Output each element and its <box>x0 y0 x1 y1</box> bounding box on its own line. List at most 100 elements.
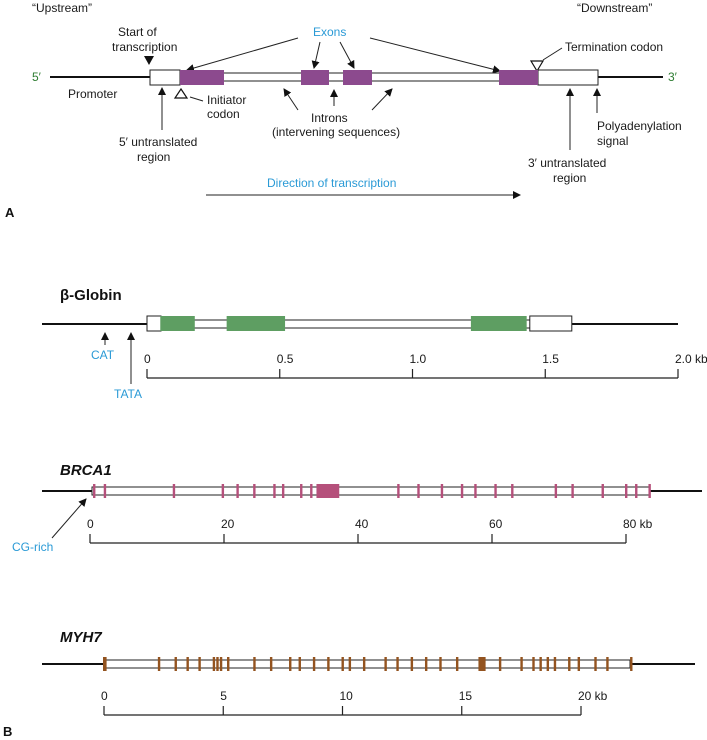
brca1-exon <box>625 484 628 498</box>
brca1-exon <box>417 484 420 498</box>
myh7-exon <box>568 657 571 671</box>
brca1-exon <box>511 484 514 498</box>
three-prime-label: 3′ <box>668 70 678 84</box>
myh7-large-exon <box>478 657 486 671</box>
myh7-exon <box>341 657 344 671</box>
polyadenylation-label-2: signal <box>597 134 628 148</box>
myh7-tick-label: 10 <box>340 689 354 703</box>
myh7-exon <box>546 657 550 671</box>
brca1-exon <box>103 484 107 498</box>
exon-1 <box>180 70 224 85</box>
myh7-exon <box>289 657 292 671</box>
myh7-exon <box>362 657 366 671</box>
exon-3 <box>343 70 372 85</box>
brca1-exon <box>397 484 400 498</box>
brca1-exon <box>635 484 638 498</box>
beta-globin-tick-label: 0 <box>144 352 151 366</box>
myh7-exon <box>577 657 581 671</box>
exon-arrow-4 <box>369 37 501 74</box>
brca1-exon <box>440 484 444 498</box>
brca1-exon <box>236 484 239 498</box>
myh7-exon <box>298 657 301 671</box>
beta-globin-tick-label: 1.0 <box>410 352 427 366</box>
beta-globin-tick-label: 1.5 <box>542 352 559 366</box>
beta-globin-title: β-Globin <box>60 287 122 304</box>
myh7-exon <box>104 657 107 671</box>
cat-label: CAT <box>91 348 115 362</box>
brca1-exons <box>93 484 651 498</box>
myh7-exon <box>439 657 442 671</box>
myh7-exon <box>186 657 189 671</box>
initiator-codon-label: Initiator <box>207 93 246 107</box>
brca1-large-exon <box>316 484 340 498</box>
cg-rich-label: CG-rich <box>12 540 53 554</box>
exons-label: Exons <box>313 25 346 39</box>
initiator-triangle-icon <box>173 87 189 99</box>
brca1-exon <box>494 484 497 498</box>
beta-globin-structure <box>42 315 678 332</box>
polyadenylation-label: Polyadenylation <box>597 119 682 133</box>
myh7-tick-label: 0 <box>101 689 108 703</box>
termination-pointer <box>542 47 563 61</box>
brca1-exon <box>300 484 303 498</box>
myh7-exon <box>410 657 414 671</box>
utr5-box <box>149 69 181 86</box>
brca1-exon <box>221 484 225 498</box>
beta-globin-tick-label: 2.0 kb <box>675 352 707 366</box>
brca1-exon <box>310 484 313 498</box>
start-triangle-icon <box>144 56 154 65</box>
five-prime-label: 5′ <box>32 70 42 84</box>
exon-arrow-3 <box>339 41 355 69</box>
myh7-exon <box>396 657 399 671</box>
intron-arrow-3 <box>371 88 393 111</box>
introns-label-2: (intervening sequences) <box>272 125 400 139</box>
myh7-exon <box>327 657 330 671</box>
promoter-label: Promoter <box>68 87 117 101</box>
upstream-label: “Upstream” <box>32 1 92 15</box>
brca1-exon <box>474 484 477 498</box>
beta-globin-exon-3 <box>470 316 527 331</box>
downstream-label: “Downstream” <box>577 1 652 15</box>
myh7-exon <box>384 657 387 671</box>
brca1-tick-label: 0 <box>87 517 94 531</box>
myh7-exon <box>216 657 219 671</box>
utr3-label-2: region <box>553 171 586 185</box>
beta-globin-utr5 <box>146 315 162 332</box>
start-of-transcription-label: Start of <box>118 25 157 39</box>
brca1-exon <box>554 484 558 498</box>
myh7-title: MYH7 <box>60 629 102 646</box>
brca1-tick-label: 60 <box>489 517 503 531</box>
panel-b-label: B <box>3 724 12 739</box>
myh7-exon <box>630 657 633 671</box>
myh7-exon <box>219 657 223 671</box>
brca1-exon <box>601 484 604 498</box>
myh7-exon <box>227 657 230 671</box>
exon-arrow-2 <box>311 41 321 69</box>
myh7-tick-label: 15 <box>459 689 473 703</box>
brca1-exon <box>281 484 285 498</box>
panel-a: “Upstream” “Downstream” Start of transcr… <box>5 1 682 220</box>
myh7-exon <box>553 657 557 671</box>
myh7-exon <box>174 657 177 671</box>
myh7-tick-label: 5 <box>220 689 227 703</box>
termination-codon-label: Termination codon <box>565 40 663 54</box>
utr5-label: 5′ untranslated <box>119 135 197 149</box>
myh7-exon <box>594 657 597 671</box>
termination-triangle-icon <box>529 60 545 73</box>
myh7-exon <box>198 657 201 671</box>
brca1-exon <box>93 484 96 498</box>
utr5-label-2: region <box>137 150 170 164</box>
brca1-exon <box>172 484 176 498</box>
brca1-exon <box>460 484 464 498</box>
brca1-tick-label: 80 kb <box>623 517 653 531</box>
brca1-tick-label: 20 <box>221 517 235 531</box>
intron-track <box>179 72 501 82</box>
exon-arrow-1 <box>186 37 299 72</box>
brca1-intron-track <box>91 486 651 496</box>
